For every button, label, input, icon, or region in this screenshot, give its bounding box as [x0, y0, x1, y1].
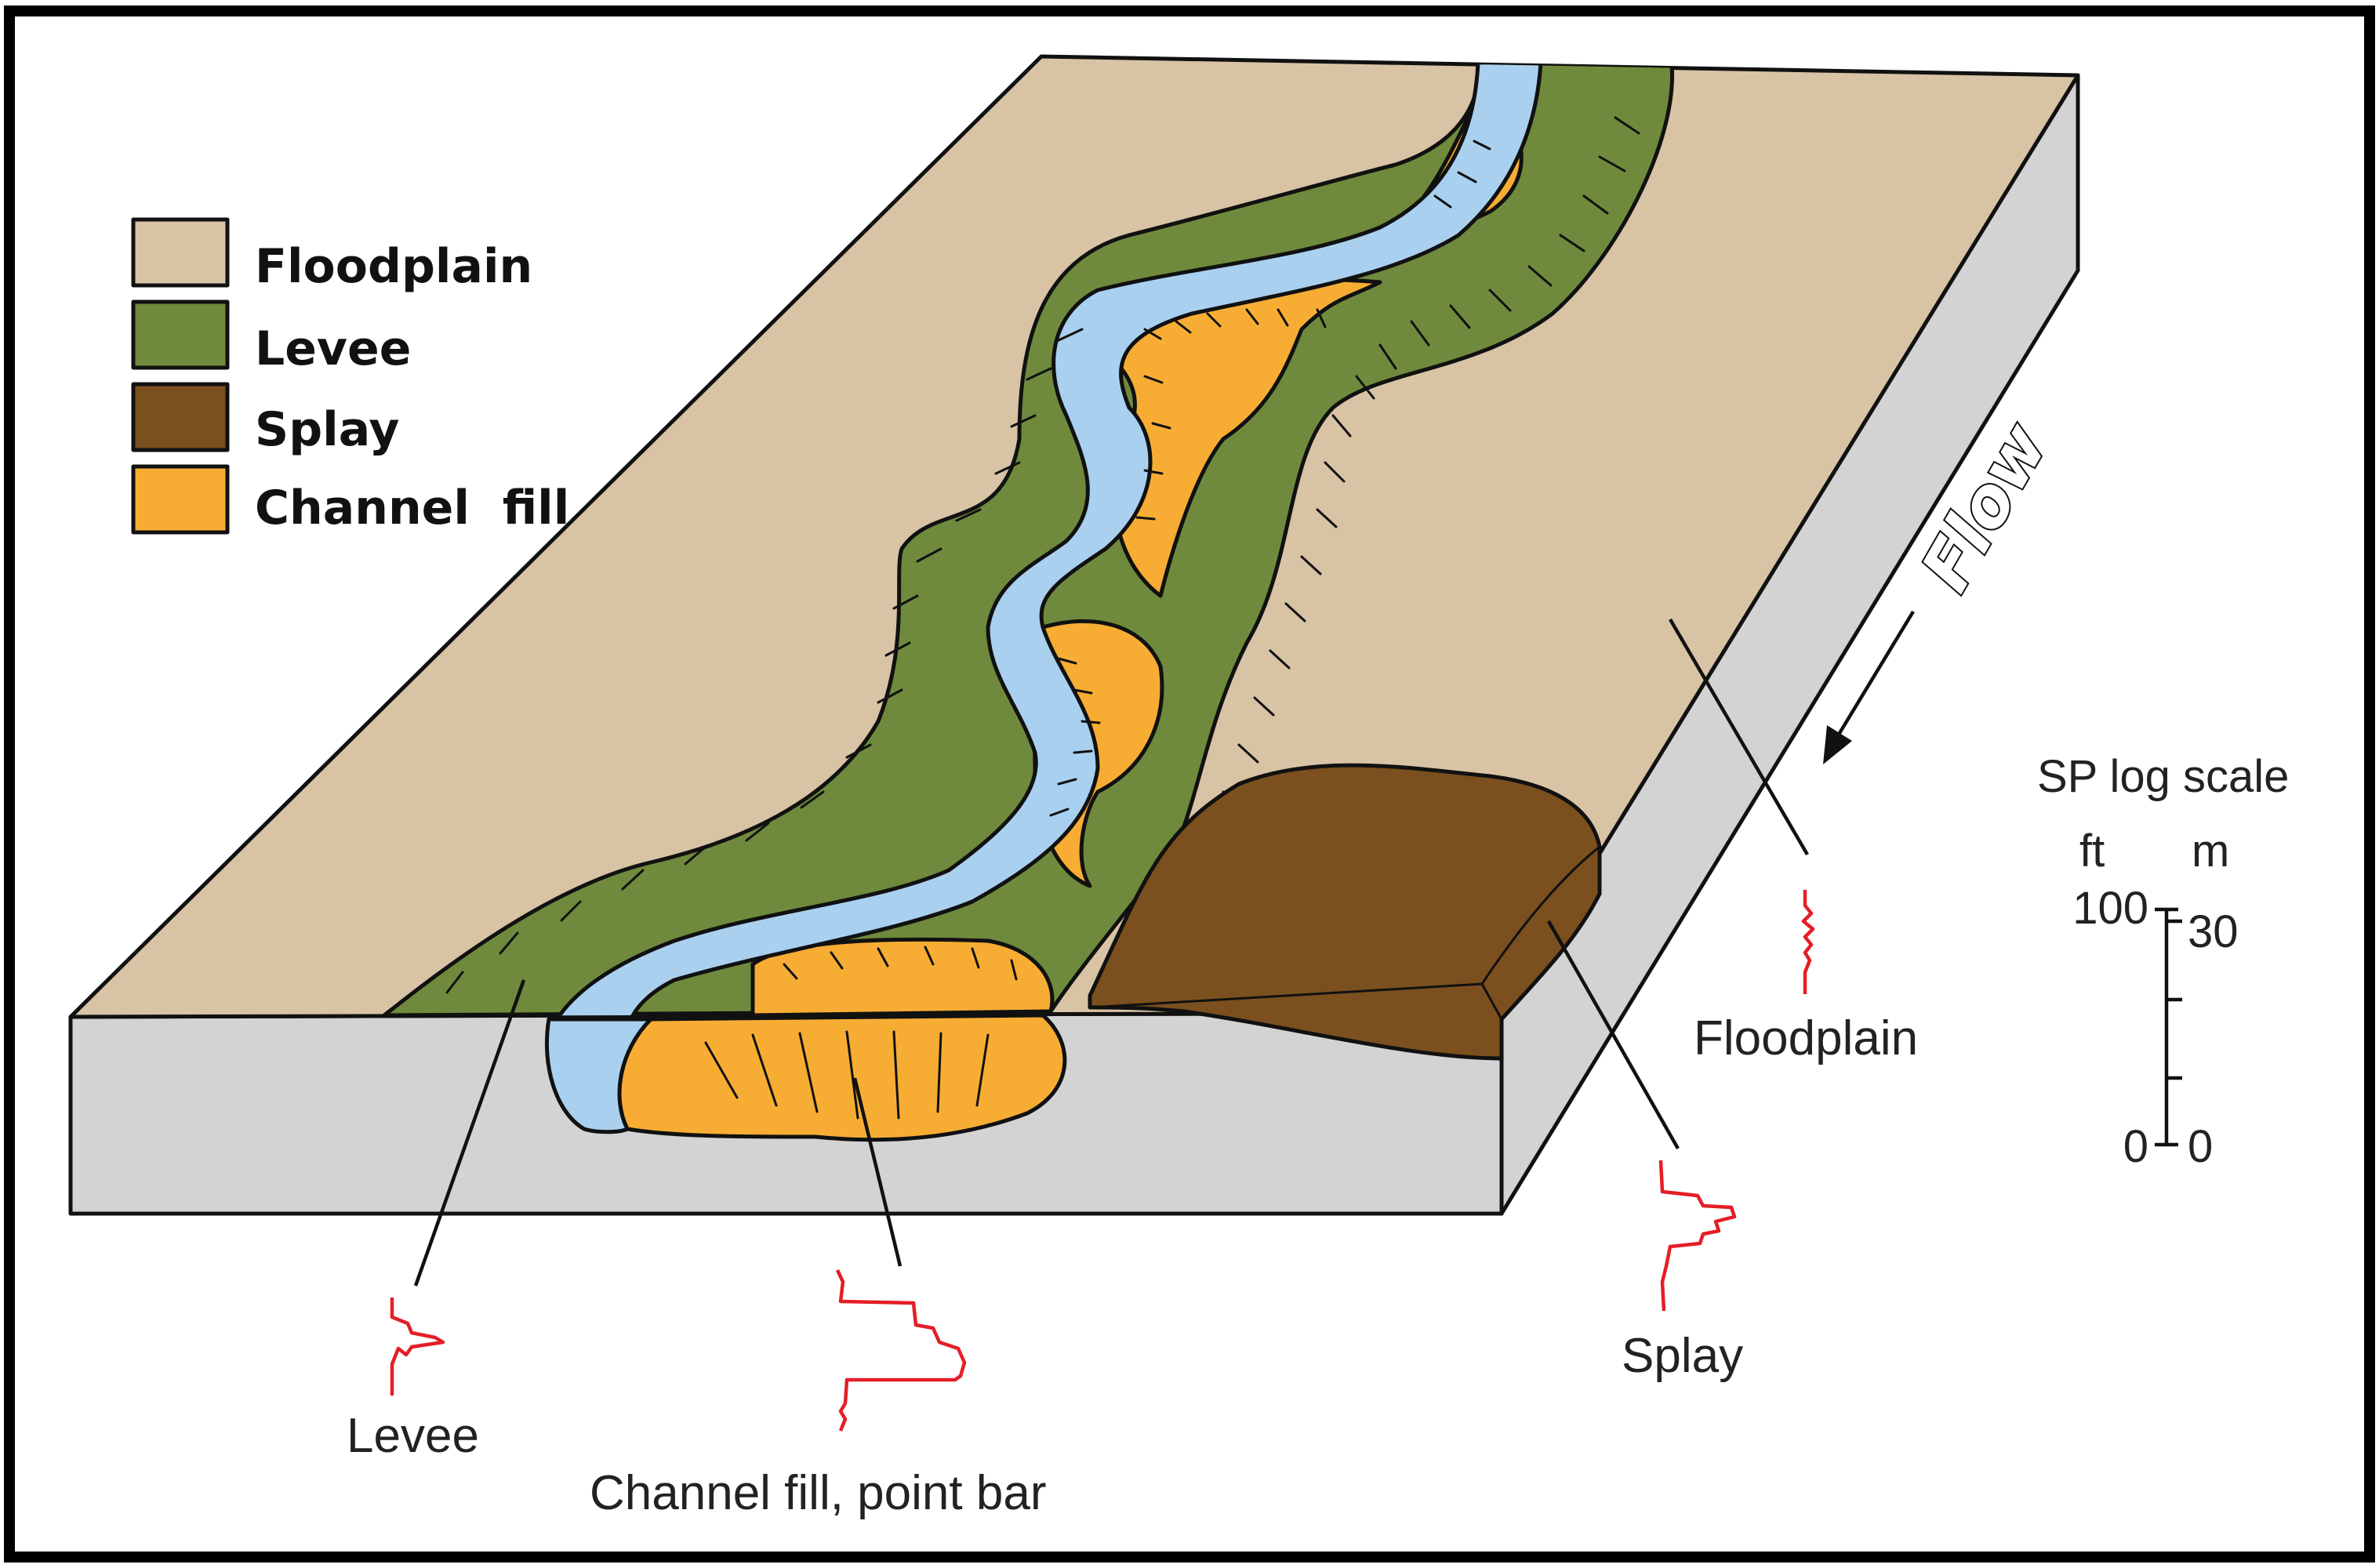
callout-channel-fill: Channel fill, point bar — [590, 1466, 1046, 1520]
sp-log-scale: SP log scale ft m 100 30 0 0 — [2037, 751, 2289, 1172]
legend-swatch-channel-fill — [131, 464, 230, 535]
legend-swatch-splay — [131, 382, 230, 452]
flow-arrow-icon — [1833, 610, 1915, 742]
legend: Floodplain Levee Splay Channel fill — [131, 217, 569, 535]
scale-top-m: 30 — [2188, 906, 2239, 957]
legend-label-floodplain: Floodplain — [255, 239, 532, 294]
point-bar-middle — [1095, 277, 1382, 598]
legend-swatch-levee — [131, 299, 230, 370]
legend-label-channel-fill: Channel fill — [255, 481, 569, 535]
sp-log-curves — [390, 890, 1815, 1432]
callout-floodplain: Floodplain — [1694, 1011, 1918, 1065]
flow-arrowhead-icon — [1823, 725, 1852, 764]
sp-log-splay — [1658, 1160, 1737, 1312]
active-channel — [540, 60, 1543, 1017]
sp-log-channel-fill — [835, 1269, 967, 1432]
scale-unit-m: m — [2192, 826, 2229, 877]
scale-unit-ft: ft — [2079, 826, 2105, 877]
channel-fill-section — [617, 1013, 1067, 1142]
callout-levee: Levee — [347, 1409, 479, 1463]
levee-belt — [382, 60, 1675, 1017]
channel-section — [544, 1017, 653, 1134]
callout-leaders — [413, 618, 1809, 1287]
legend-label-splay: Splay — [255, 402, 399, 457]
scale-bottom-ft: 0 — [2123, 1121, 2148, 1172]
scale-bottom-m: 0 — [2188, 1121, 2213, 1172]
point-bar-hatching — [783, 140, 1491, 981]
sp-log-levee — [390, 1298, 445, 1396]
splay-lobe-edge — [1088, 845, 1601, 1021]
legend-label-levee: Levee — [255, 321, 411, 376]
sp-log-floodplain — [1801, 890, 1815, 994]
scale-title: SP log scale — [2037, 751, 2289, 802]
legend-swatch-floodplain — [131, 217, 230, 288]
scale-top-ft: 100 — [2072, 883, 2148, 934]
channel-fill-section-hatching — [704, 1030, 990, 1120]
callout-splay: Splay — [1622, 1329, 1743, 1383]
levee-hatching — [445, 116, 1640, 994]
